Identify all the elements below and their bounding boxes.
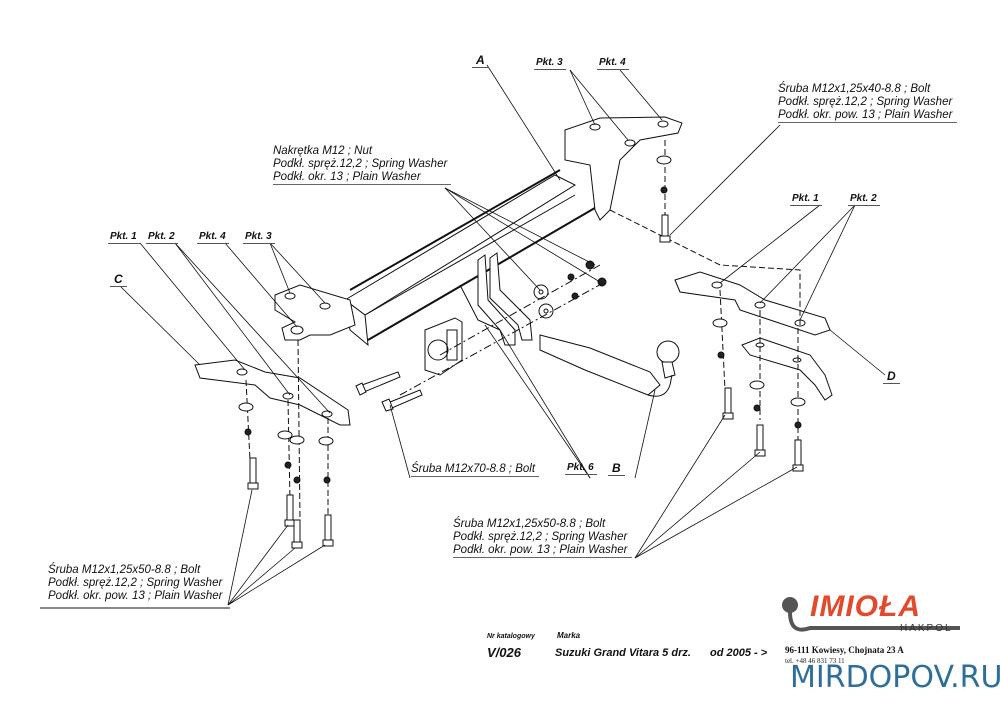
callout-bottom-left-bolt: Śruba M12x1,25x50-8.8 ; Bolt Podkł. sprę… [48,564,227,603]
company-logo: IMIOŁA [810,590,921,623]
callout-line: Podkł. okr. pow. 13 ; Plain Washer [778,109,953,121]
bracket-d [674,271,833,401]
part-label-c: C [110,273,127,287]
center-fasteners [399,260,607,396]
hanger-plates [459,252,533,346]
washers [238,155,806,484]
part-label-b: B [608,462,625,476]
callout-line: Podkł. spręż.12,2 ; Spring Washer [778,96,953,108]
bolts [247,214,804,549]
point-label-right-1: Pkt. 1 [790,193,822,206]
callout-line: Podkł. spręż.12,2 ; Spring Washer [273,158,448,170]
point-label-top-4: Pkt. 4 [597,57,629,70]
model-years: od 2005 - > [710,647,768,659]
point-label-right-2: Pkt. 2 [848,193,880,206]
callout-line: Śruba M12x1,25x50-8.8 ; Bolt [48,564,201,576]
callout-line: Śruba M12x70-8.8 ; Bolt [411,463,536,475]
callout-line: Śruba M12x1,25x50-8.8 ; Bolt [453,518,606,530]
brand-label: Marka [557,631,581,640]
callout-line: Podkł. okr. pow. 13 ; Plain Washer [453,544,628,556]
part-label-a: A [472,54,489,68]
callout-nut: Nakrętka M12 ; Nut Podkł. spręż.12,2 ; S… [273,145,452,185]
catalog-number-label: Nr katalogowy [487,633,535,640]
logo-mark [782,597,960,632]
point-label-left-4: Pkt. 4 [197,231,229,244]
bolt-stacks [245,140,801,521]
callout-line: Podkł. spręż.12,2 ; Spring Washer [48,577,223,589]
watermark: MIRDOPOV.RU [790,660,1000,695]
part-label-d: D [883,370,900,384]
callout-line: Podkł. spręż.12,2 ; Spring Washer [453,531,628,543]
company-address: 96-111 Kowiesy, Chojnata 23 A [785,645,904,655]
company-phone: tel. +48 46 831 73 11 [785,657,845,665]
leader-lines [119,64,886,606]
callout-line: Podkł. okr. 13 ; Plain Washer [273,171,421,183]
callout-line: Nakrętka M12 ; Nut [273,145,373,157]
point-label-left-1: Pkt. 1 [108,231,140,244]
center-bolts [355,371,423,412]
company-sub: HAKPOL [900,623,953,634]
socket-plate [424,317,463,376]
catalog-number: V/026 [487,645,521,660]
callout-line: Śruba M12x1,25x40-8.8 ; Bolt [778,83,931,95]
callout-bottom-center-bolt: Śruba M12x1,25x50-8.8 ; Bolt Podkł. sprę… [453,518,632,558]
vehicle-model: Suzuki Grand Vitara 5 drz. [555,647,691,659]
point-label-top-3: Pkt. 3 [534,57,566,70]
callout-line: Podkł. okr. pow. 13 ; Plain Washer [48,590,223,602]
point-label-left-2: Pkt. 2 [146,231,178,244]
ball-arm-b [539,334,680,397]
callout-center-bolt: Śruba M12x70-8.8 ; Bolt [411,463,540,477]
point-label-6: Pkt. 6 [565,462,597,475]
callout-top-right-bolt: Śruba M12x1,25x40-8.8 ; Bolt Podkł. sprę… [778,83,957,123]
bracket-c [194,359,351,426]
point-label-left-3: Pkt. 3 [243,231,275,244]
